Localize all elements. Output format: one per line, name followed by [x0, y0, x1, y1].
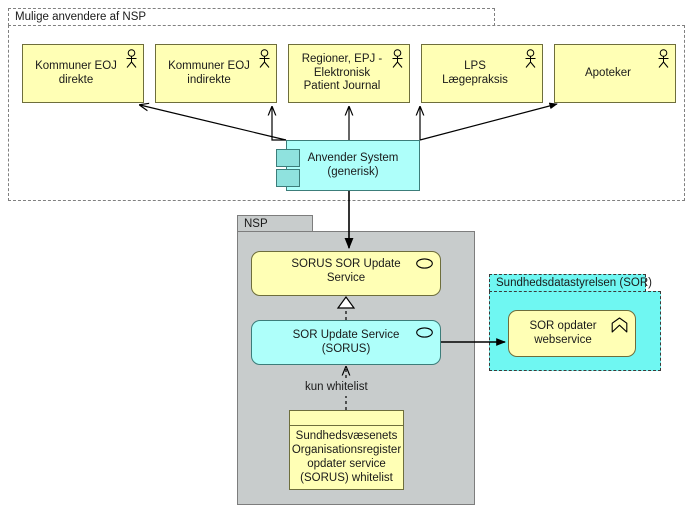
node-label: Anvender System (generisk): [307, 152, 399, 178]
actor-kommuner-eoj-indirekte[interactable]: Kommuner EOJ indirekte: [155, 44, 277, 103]
node-sorus-whitelist[interactable]: Sundhedsvæsenets Organisationsregister o…: [289, 410, 404, 490]
actor-icon: [524, 49, 537, 69]
node-label: Sundhedsvæsenets Organisationsregister o…: [291, 430, 402, 484]
edge-label-kun-whitelist: kun whitelist: [305, 381, 368, 393]
actor-label: Kommuner EOJ direkte: [35, 60, 117, 86]
group-body-consumers: [8, 25, 685, 201]
actor-apoteker[interactable]: Apoteker: [554, 44, 676, 103]
actor-regioner-epj[interactable]: Regioner, EPJ - Elektronisk Patient Jour…: [288, 44, 410, 103]
actor-label: LPS Lægepraksis: [442, 60, 508, 86]
actor-label: Apoteker: [584, 66, 632, 79]
package-label-sds: Sundhedsdatastyrelsen (SOR): [496, 277, 652, 289]
actor-icon: [258, 49, 271, 69]
node-sor-opdater-webservice[interactable]: SOR opdater webservice: [508, 310, 636, 357]
package-tab-sds: Sundhedsdatastyrelsen (SOR): [489, 274, 652, 292]
group-label-consumers: Mulige anvendere af NSP: [15, 11, 147, 23]
actor-kommuner-eoj-direkte[interactable]: Kommuner EOJ direkte: [22, 44, 144, 103]
interface-oval-icon: [416, 258, 433, 269]
group-tab-consumers: Mulige anvendere af NSP: [8, 8, 495, 26]
chevron-up-icon: [611, 317, 628, 333]
actor-lps-laegepraksis[interactable]: LPS Lægepraksis: [421, 44, 543, 103]
node-anvender-system[interactable]: Anvender System (generisk): [276, 140, 420, 191]
actor-label: Kommuner EOJ indirekte: [168, 60, 250, 86]
interface-oval-icon: [416, 327, 433, 338]
node-sorus-sor-update-service[interactable]: SORUS SOR Update Service: [251, 251, 441, 296]
artifact-icon: [290, 425, 403, 426]
package-label-nsp: NSP: [244, 218, 268, 230]
component-icon: [276, 169, 300, 187]
node-label: SORUS SOR Update Service: [291, 258, 401, 284]
package-tab-nsp: NSP: [237, 215, 313, 232]
node-label: SOR opdater webservice: [529, 320, 597, 346]
actor-label: Regioner, EPJ - Elektronisk Patient Jour…: [301, 53, 383, 93]
actor-icon: [125, 49, 138, 69]
actor-icon: [657, 49, 670, 69]
node-sor-update-service[interactable]: SOR Update Service (SORUS): [251, 320, 441, 365]
component-icon: [276, 149, 300, 167]
node-label: SOR Update Service (SORUS): [292, 329, 400, 355]
actor-icon: [391, 49, 404, 69]
